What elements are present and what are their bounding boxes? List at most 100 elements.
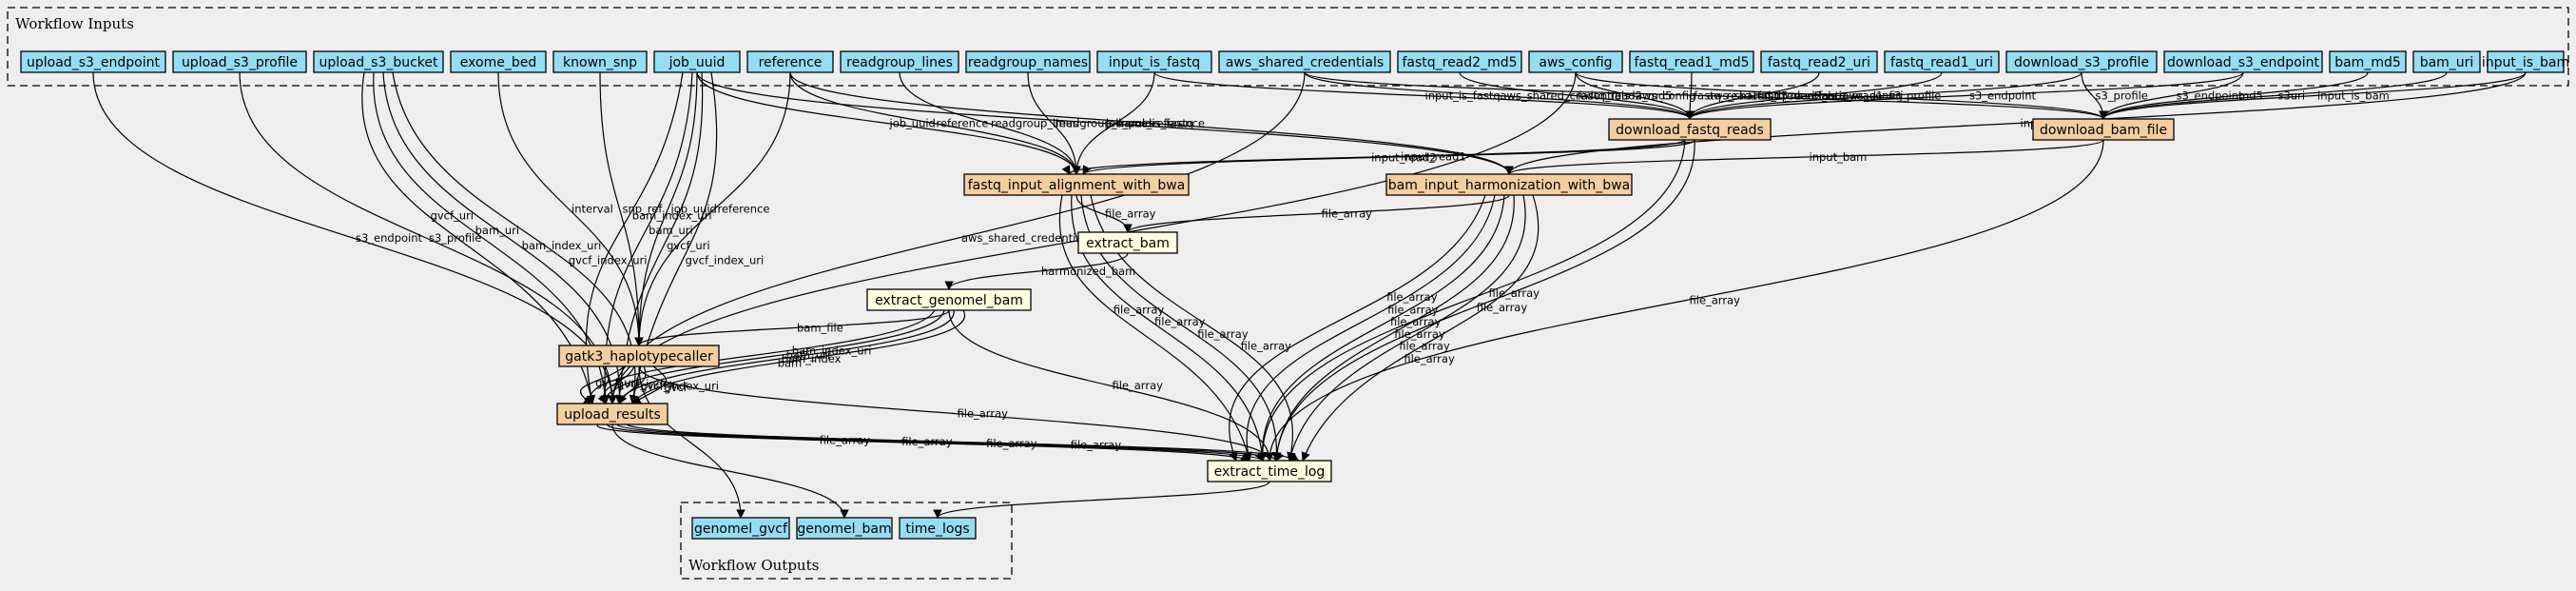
node-extract-bam[interactable]: extract_bam (1077, 231, 1178, 254)
node-readgroup-lines[interactable]: readgroup_lines (840, 50, 959, 73)
node-download-fastq-reads[interactable]: download_fastq_reads (1608, 118, 1772, 141)
node-label: aws_shared_credentials (1226, 55, 1384, 70)
node-upload-s3-bucket[interactable]: upload_s3_bucket (313, 50, 444, 73)
node-extract-time-log[interactable]: extract_time_log (1207, 460, 1332, 483)
node-label: input_is_fastq (1109, 55, 1200, 70)
edge-label: file_array (1399, 340, 1450, 353)
node-upload-s3-endpoint[interactable]: upload_s3_endpoint (20, 50, 166, 73)
node-job-uuid[interactable]: job_uuid (653, 50, 741, 73)
edge-label: aws_config (1843, 89, 1903, 103)
edge-label: aws_config (1636, 89, 1695, 103)
node-label: upload_s3_endpoint (27, 55, 160, 70)
edge-label: reference (1152, 117, 1205, 130)
node-fastq-input-alignment-with-bwa[interactable]: fastq_input_alignment_with_bwa (963, 173, 1190, 196)
node-box (2487, 50, 2565, 73)
node-box (1207, 460, 1332, 483)
edge-label: input_bam (1810, 150, 1868, 164)
node-bam-md5[interactable]: bam_md5 (2329, 50, 2407, 73)
node-box (1397, 50, 1522, 73)
node-label: bam_uri (2420, 55, 2474, 70)
node-upload-results[interactable]: upload_results (556, 403, 668, 425)
edge-label: bam_uri (475, 224, 520, 237)
edge-upload_s3_bucket-to-upload_results (361, 71, 596, 404)
edge-upload_s3_bucket-to-upload_results (382, 71, 625, 404)
edge-label: reference (937, 117, 989, 130)
node-genomel-gvcf[interactable]: genomel_gvcf (691, 517, 790, 540)
edge-input_is_bam-to-download_bam_file (2099, 71, 2527, 120)
edge-known_snp-to-gatk3_haplotypecaller (599, 71, 644, 346)
edge-label: input_read1 (1401, 149, 1466, 163)
edge-label: s3uri (2278, 89, 2306, 103)
edge-aws_shared_credentials-to-download_fastq_reads (1304, 71, 1695, 120)
node-label: genomel_gvcf (694, 522, 788, 537)
edge-fastq_read1_uri-to-download_fastq_reads (1685, 71, 1943, 120)
node-upload-s3-profile[interactable]: upload_s3_profile (172, 50, 307, 73)
edge-label: file_array (1322, 207, 1373, 221)
node-box (691, 517, 790, 540)
edge-aws_config-to-download_bam_file (1575, 71, 2108, 120)
node-box (1884, 50, 2000, 73)
node-fastq-read2-uri[interactable]: fastq_read2_uri (1760, 50, 1878, 73)
node-download-s3-endpoint[interactable]: download_s3_endpoint (2163, 50, 2323, 73)
edge-label: file_array (1387, 303, 1439, 316)
node-known-snp[interactable]: known_snp (552, 50, 648, 73)
edge-bam_input_harmonization_with_bwa-to-extract_bam (1123, 194, 1510, 233)
node-genomel-bam[interactable]: genomel_bam (796, 517, 893, 540)
edge-label: file_array (986, 437, 1037, 450)
edge-label: file_array (1105, 207, 1156, 221)
edge-label: fastq_read1_md5 (1694, 89, 1788, 103)
edge-label: s3_profile (2096, 89, 2148, 103)
node-bam-input-harmonization-with-bwa[interactable]: bam_input_harmonization_with_bwa (1385, 173, 1633, 196)
edge-gatk3_haplotypecaller-to-upload_results (631, 365, 668, 404)
node-label: input_is_bam (2482, 55, 2569, 70)
edge-label: s3_endpoint (1969, 89, 2037, 103)
edge-job_uuid-to-gatk3_haplotypecaller (634, 71, 698, 346)
edge-input_is_fastq-to-fastq_input_alignment_with_bwa (1072, 71, 1155, 175)
node-fastq-read1-uri[interactable]: fastq_read1_uri (1884, 50, 2000, 73)
node-aws-config[interactable]: aws_config (1528, 50, 1623, 73)
edge-download_s3_profile-to-download_fastq_reads (1685, 71, 2082, 120)
edge-extract_genomel_bam-to-gatk3_haplotypecaller (634, 309, 950, 346)
edge-job_uuid-to-fastq_input_alignment_with_bwa (696, 71, 1081, 175)
edge-upload_s3_endpoint-to-upload_results (92, 71, 617, 404)
edge-label: bam_index_uri (632, 208, 712, 222)
node-bam-uri[interactable]: bam_uri (2412, 50, 2481, 73)
node-fastq-read1-md5[interactable]: fastq_read1_md5 (1629, 50, 1754, 73)
edge-label: fastq_read2_md5 (1578, 89, 1672, 103)
node-aws-shared-credentials[interactable]: aws_shared_credentials (1218, 50, 1391, 73)
node-input-is-fastq[interactable]: input_is_fastq (1096, 50, 1212, 73)
edge-extract_genomel_bam-to-upload_results (616, 309, 955, 404)
edge-extract_genomel_bam-to-upload_results (631, 309, 966, 404)
node-reference[interactable]: reference (746, 50, 834, 73)
node-exome-bed[interactable]: exome_bed (450, 50, 547, 73)
edge-download_bam_file-to-bam_input_harmonization_with_bwa (1504, 139, 2104, 175)
edge-label: fastq_read2_uri (1757, 89, 1842, 103)
edge-label: file_array (1241, 340, 1292, 353)
node-readgroup-names[interactable]: readgroup_names (965, 50, 1091, 73)
node-box (2163, 50, 2323, 73)
node-download-s3-profile[interactable]: download_s3_profile (2005, 50, 2158, 73)
edge-label: file_array (1071, 438, 1122, 451)
edge-label: bam_file (797, 322, 843, 335)
edge-job_uuid-to-upload_results (614, 71, 704, 404)
edge-label: gvcf_uri (431, 208, 474, 222)
node-download-bam-file[interactable]: download_bam_file (2032, 118, 2175, 141)
edge-label: readgroup_lines (991, 117, 1078, 130)
node-label: aws_config (1539, 55, 1612, 70)
node-extract-genomel-bam[interactable]: extract_genomel_bam (866, 288, 1032, 311)
node-input-is-bam[interactable]: input_is_bam (2482, 50, 2569, 73)
edge-upload_results-to-extract_time_log (616, 424, 1285, 462)
node-box (2329, 50, 2407, 73)
edge-label: input_is_bam (2317, 89, 2390, 103)
node-gatk3-haplotypecaller[interactable]: gatk3_haplotypecaller (558, 345, 720, 367)
edge-label: fastq_read1_uri (1819, 89, 1904, 103)
edge-upload_results-to-extract_time_log (626, 424, 1299, 462)
edge-label: gvcf_index_uri (640, 379, 719, 392)
node-time-logs[interactable]: time_logs (899, 517, 977, 540)
edge-extract_genomel_bam-to-upload_results (584, 309, 936, 404)
edge-layer (92, 71, 2527, 519)
node-fastq-read2-md5[interactable]: fastq_read2_md5 (1397, 50, 1522, 73)
edge-upload_results-to-extract_time_log (597, 424, 1250, 462)
edge-label: gvcf_uri (667, 239, 709, 252)
